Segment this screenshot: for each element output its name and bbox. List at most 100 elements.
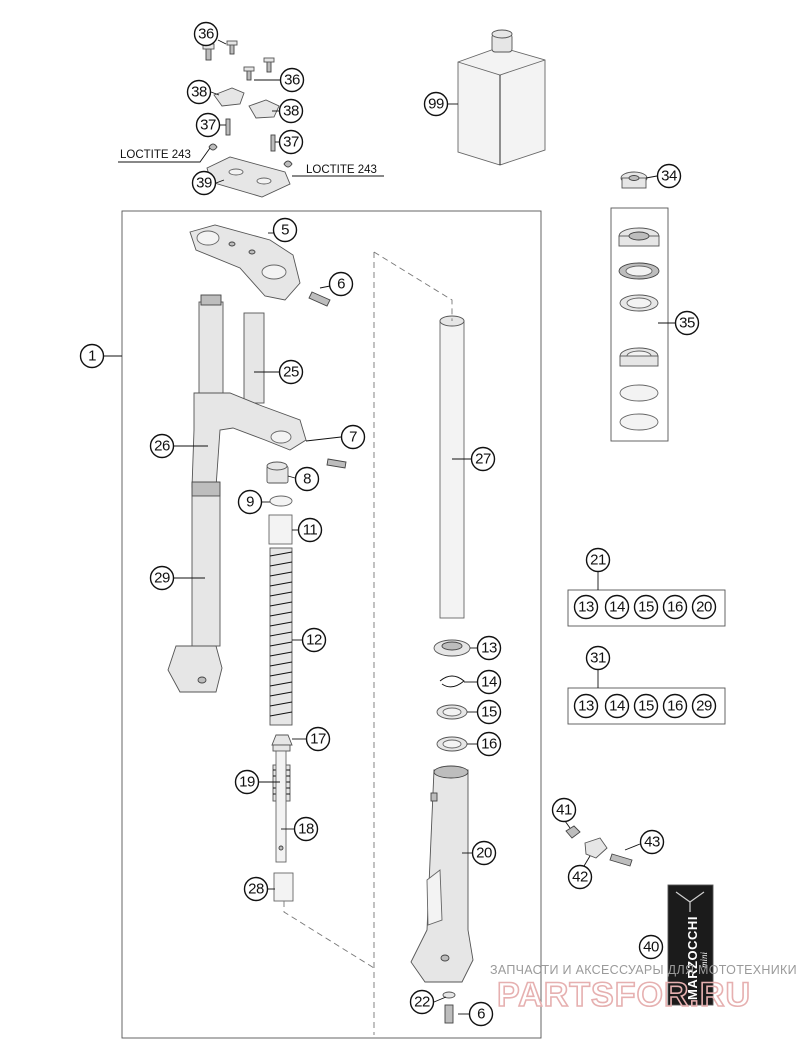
callout-29: 29 — [149, 565, 175, 591]
brand-sub: mini — [699, 952, 709, 969]
marzocchi-sticker-40: MARZOCCHI mini — [667, 884, 714, 1006]
callout-38-right: 38 — [278, 98, 304, 124]
callout-35: 35 — [674, 310, 700, 336]
fork-assembly-frame — [121, 210, 542, 1039]
callout-8: 8 — [294, 466, 320, 492]
callout-14: 14 — [476, 669, 502, 695]
callout-37-right: 37 — [278, 129, 304, 155]
clamps-38 — [213, 87, 280, 119]
callout-99: 99 — [423, 91, 449, 117]
svg-text:38: 38 — [283, 103, 299, 120]
callout-9: 9 — [237, 489, 263, 515]
svg-text:35: 35 — [679, 315, 695, 332]
svg-text:19: 19 — [239, 774, 255, 791]
inner-tube-27 — [439, 315, 465, 619]
kit-31-item: 13 — [573, 693, 599, 719]
svg-text:40: 40 — [643, 939, 659, 956]
bushing-16 — [436, 736, 468, 752]
svg-text:99: 99 — [428, 96, 444, 113]
svg-text:17: 17 — [310, 731, 326, 748]
svg-text:13: 13 — [481, 640, 497, 657]
svg-text:37: 37 — [200, 117, 216, 134]
svg-text:15: 15 — [481, 704, 497, 721]
outer-leg-20 — [410, 765, 474, 983]
callout-6-top: 6 — [328, 271, 354, 297]
kit-21-item: 20 — [691, 594, 717, 620]
svg-text:25: 25 — [283, 364, 299, 381]
kit-31-callouts: 13 14 15 16 29 — [573, 693, 717, 719]
callout-43: 43 — [639, 829, 665, 855]
kit-31-box — [567, 687, 726, 725]
cap-8 — [266, 461, 289, 484]
kit-31-item: 15 — [633, 693, 659, 719]
svg-text:12: 12 — [306, 632, 322, 649]
bolt-7 — [326, 458, 347, 469]
upper-triple-clamp-5 — [189, 224, 301, 301]
loctite-label-right: LOCTITE 243 — [306, 164, 377, 176]
svg-text:41: 41 — [556, 802, 572, 819]
svg-text:5: 5 — [281, 222, 289, 239]
kit-21-box — [567, 589, 726, 627]
callout-36-right: 36 — [279, 67, 305, 93]
svg-text:31: 31 — [590, 650, 606, 667]
svg-text:18: 18 — [298, 821, 314, 838]
watermark-logo: PARTSFOR.RU — [497, 976, 751, 1014]
svg-text:13: 13 — [578, 698, 594, 715]
alignment-line-right — [373, 251, 453, 321]
svg-text:7: 7 — [349, 429, 357, 446]
axle-parts-22-6 — [442, 991, 456, 1024]
studs-37 — [208, 118, 293, 168]
svg-text:26: 26 — [154, 438, 170, 455]
clip-14 — [439, 675, 465, 688]
callout-34: 34 — [656, 163, 682, 189]
svg-text:11: 11 — [303, 522, 318, 539]
spacer-11 — [268, 514, 293, 545]
callout-18: 18 — [293, 816, 319, 842]
callout-36-top: 36 — [193, 21, 219, 47]
svg-text:42: 42 — [572, 869, 588, 886]
callout-25: 25 — [278, 359, 304, 385]
fork-leg-assembly-1 — [167, 294, 307, 693]
bolts-36 — [202, 40, 275, 81]
steering-bearing-frame — [610, 207, 669, 442]
callout-13: 13 — [476, 635, 502, 661]
svg-text:29: 29 — [696, 698, 712, 715]
svg-text:14: 14 — [609, 698, 625, 715]
brand-name: MARZOCCHI — [685, 916, 700, 1000]
svg-text:13: 13 — [578, 599, 594, 616]
callout-26: 26 — [149, 433, 175, 459]
svg-text:38: 38 — [191, 84, 207, 101]
callout-39: 39 — [191, 170, 217, 196]
callout-6-bottom: 6 — [468, 1001, 494, 1027]
callout-5: 5 — [272, 217, 298, 243]
kit-31-item: 14 — [604, 693, 630, 719]
svg-text:20: 20 — [476, 845, 492, 862]
svg-text:27: 27 — [475, 451, 491, 468]
callout-28: 28 — [243, 876, 269, 902]
svg-text:1: 1 — [88, 348, 96, 365]
svg-text:16: 16 — [667, 698, 683, 715]
kit-21-item: 15 — [633, 594, 659, 620]
bolt-6-top — [308, 291, 331, 307]
svg-text:28: 28 — [248, 881, 264, 898]
callout-12: 12 — [301, 627, 327, 653]
leader-lines — [104, 39, 675, 1015]
callout-19: 19 — [234, 769, 260, 795]
rod-components-17-19-18 — [271, 734, 293, 863]
svg-text:16: 16 — [481, 736, 497, 753]
oil-can — [457, 29, 546, 166]
o-ring-9 — [269, 495, 293, 507]
callout-15: 15 — [476, 699, 502, 725]
svg-text:6: 6 — [337, 276, 345, 293]
callout-38-left: 38 — [186, 79, 212, 105]
svg-text:43: 43 — [644, 834, 660, 851]
callout-37-left: 37 — [195, 112, 221, 138]
svg-text:8: 8 — [303, 471, 311, 488]
callout-20: 20 — [471, 840, 497, 866]
callout-22: 22 — [409, 989, 435, 1015]
callout-41: 41 — [551, 797, 577, 823]
svg-text:36: 36 — [198, 26, 214, 43]
callout-42: 42 — [567, 864, 593, 890]
seal-13 — [433, 639, 471, 657]
